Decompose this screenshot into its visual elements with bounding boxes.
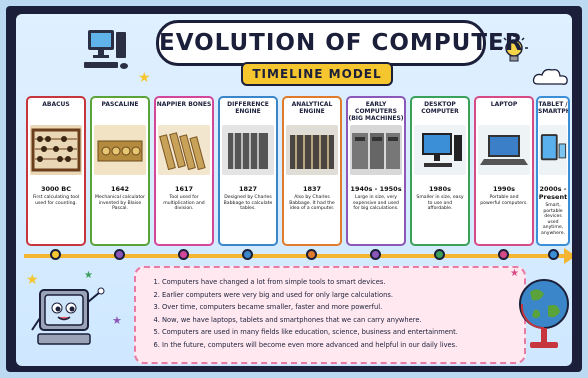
fact-item: Over time, computers became smaller, fas… [162,301,514,314]
poster: ★ ✦ EVOLUTION OF COMPUTER TIMELINE MODEL… [6,6,582,372]
poster-board: ★ ✦ EVOLUTION OF COMPUTER TIMELINE MODEL… [16,14,572,366]
card-desktop-computer: DESKTOP COMPUTER 1980s Smaller in size, … [410,96,470,246]
timeline-dot [242,249,253,260]
difference-engine-image [222,125,274,175]
card-header: DESKTOP COMPUTER [421,101,459,115]
card-header: EARLY COMPUTERS (BIG MACHINES) [348,101,404,122]
card-tablet-smartphone: TABLET / SMARTPHONE 2000s - Present Smar… [536,96,570,246]
card-description: Smart, portable devices used anytime, an… [541,203,566,236]
timeline-dot [370,249,381,260]
robot-computer-icon [31,287,105,345]
timeline-dot [434,249,445,260]
card-abacus: ABACUS 3000 BC First calculating tool us… [26,96,86,246]
timeline-dot [178,249,189,260]
timeline-dot [114,249,125,260]
timeline-dot [50,249,61,260]
card-header: NAPPIER BONES [156,101,212,108]
card-era: 1980s [429,185,451,193]
facts-list: Computers have changed a lot from simple… [136,268,524,352]
page-title: EVOLUTION OF COMPUTER [159,30,524,56]
laptop-image [478,125,530,175]
star-icon: ★ [26,272,39,288]
card-header: PASCALINE [101,101,139,108]
card-description: Portable and powerful computers. [480,195,528,206]
star-icon: ★ [112,314,122,327]
abacus-image [30,125,82,175]
analytical-engine-image [286,125,338,175]
card-header: ANALYTICAL ENGINE [291,101,333,115]
card-era: 1827 [238,185,258,193]
fact-item: Computers are used in many fields like e… [162,326,514,339]
card-description: Also by Charles Babbage. It had the idea… [289,195,335,212]
timeline-dot [548,249,559,260]
tablet-image [539,125,567,175]
pascaline-image [94,125,146,175]
card-header: TABLET / SMARTPHONE [538,101,570,115]
globe-icon [519,279,569,348]
card-description: Tool used for multiplication and divisio… [163,195,205,212]
fact-item: Computers have changed a lot from simple… [162,276,514,289]
card-era: 3000 BC [40,185,72,193]
fact-item: Earlier computers were very big and used… [162,289,514,302]
card-description: First calculating tool used for counting… [32,195,80,206]
fact-item: Now, we have laptops, tablets and smartp… [162,314,514,327]
timeline-arrow-icon [564,248,572,264]
card-early-computers: EARLY COMPUTERS (BIG MACHINES) 1940s - 1… [346,96,406,246]
card-header: DIFFERENCE ENGINE [227,101,269,115]
early-computers-image [350,125,402,175]
card-description: Smaller in size, easy to use and afforda… [416,195,464,212]
card-era: 1940s - 1950s [350,185,402,193]
timeline-line [24,254,572,258]
timeline-dot [306,249,317,260]
card-analytical-engine: ANALYTICAL ENGINE 1837 Also by Charles B… [282,96,342,246]
computer-icon [84,30,128,69]
card-era: 1837 [302,185,322,193]
card-description: Mechanical calculator invented by Blaise… [95,195,145,212]
title-banner: EVOLUTION OF COMPUTER [156,20,524,66]
desktop-computer-image [414,125,466,175]
page-subtitle: TIMELINE MODEL [252,67,382,81]
card-era: 1990s [493,185,515,193]
card-description: Designed by Charles Babbage to calculate… [223,195,273,212]
star-icon: ★ [510,268,519,279]
card-difference-engine: DIFFERENCE ENGINE 1827 Designed by Charl… [218,96,278,246]
card-header: ABACUS [42,101,70,108]
star-icon: ★ [84,270,93,281]
star-icon: ★ [138,70,151,86]
card-era: 2000s - Present [538,185,568,201]
subtitle-banner: TIMELINE MODEL [241,62,393,86]
nappier-bones-image [158,125,210,175]
timeline-dot [498,249,509,260]
card-pascaline: PASCALINE 1642 Mechanical calculator inv… [90,96,150,246]
fact-item: In the future, computers will become eve… [162,339,514,352]
card-era: 1642 [110,185,130,193]
cloud-icon [532,68,568,85]
card-description: Large in size, very expensive and used f… [353,195,399,212]
card-header: LAPTOP [490,101,518,108]
light-bulb-icon [500,34,528,62]
card-era: 1617 [174,185,194,193]
card-nappier-bones: NAPPIER BONES 1617 Tool used for multipl… [154,96,214,246]
card-laptop: LAPTOP 1990s Portable and powerful compu… [474,96,534,246]
facts-box: Computers have changed a lot from simple… [134,266,526,364]
